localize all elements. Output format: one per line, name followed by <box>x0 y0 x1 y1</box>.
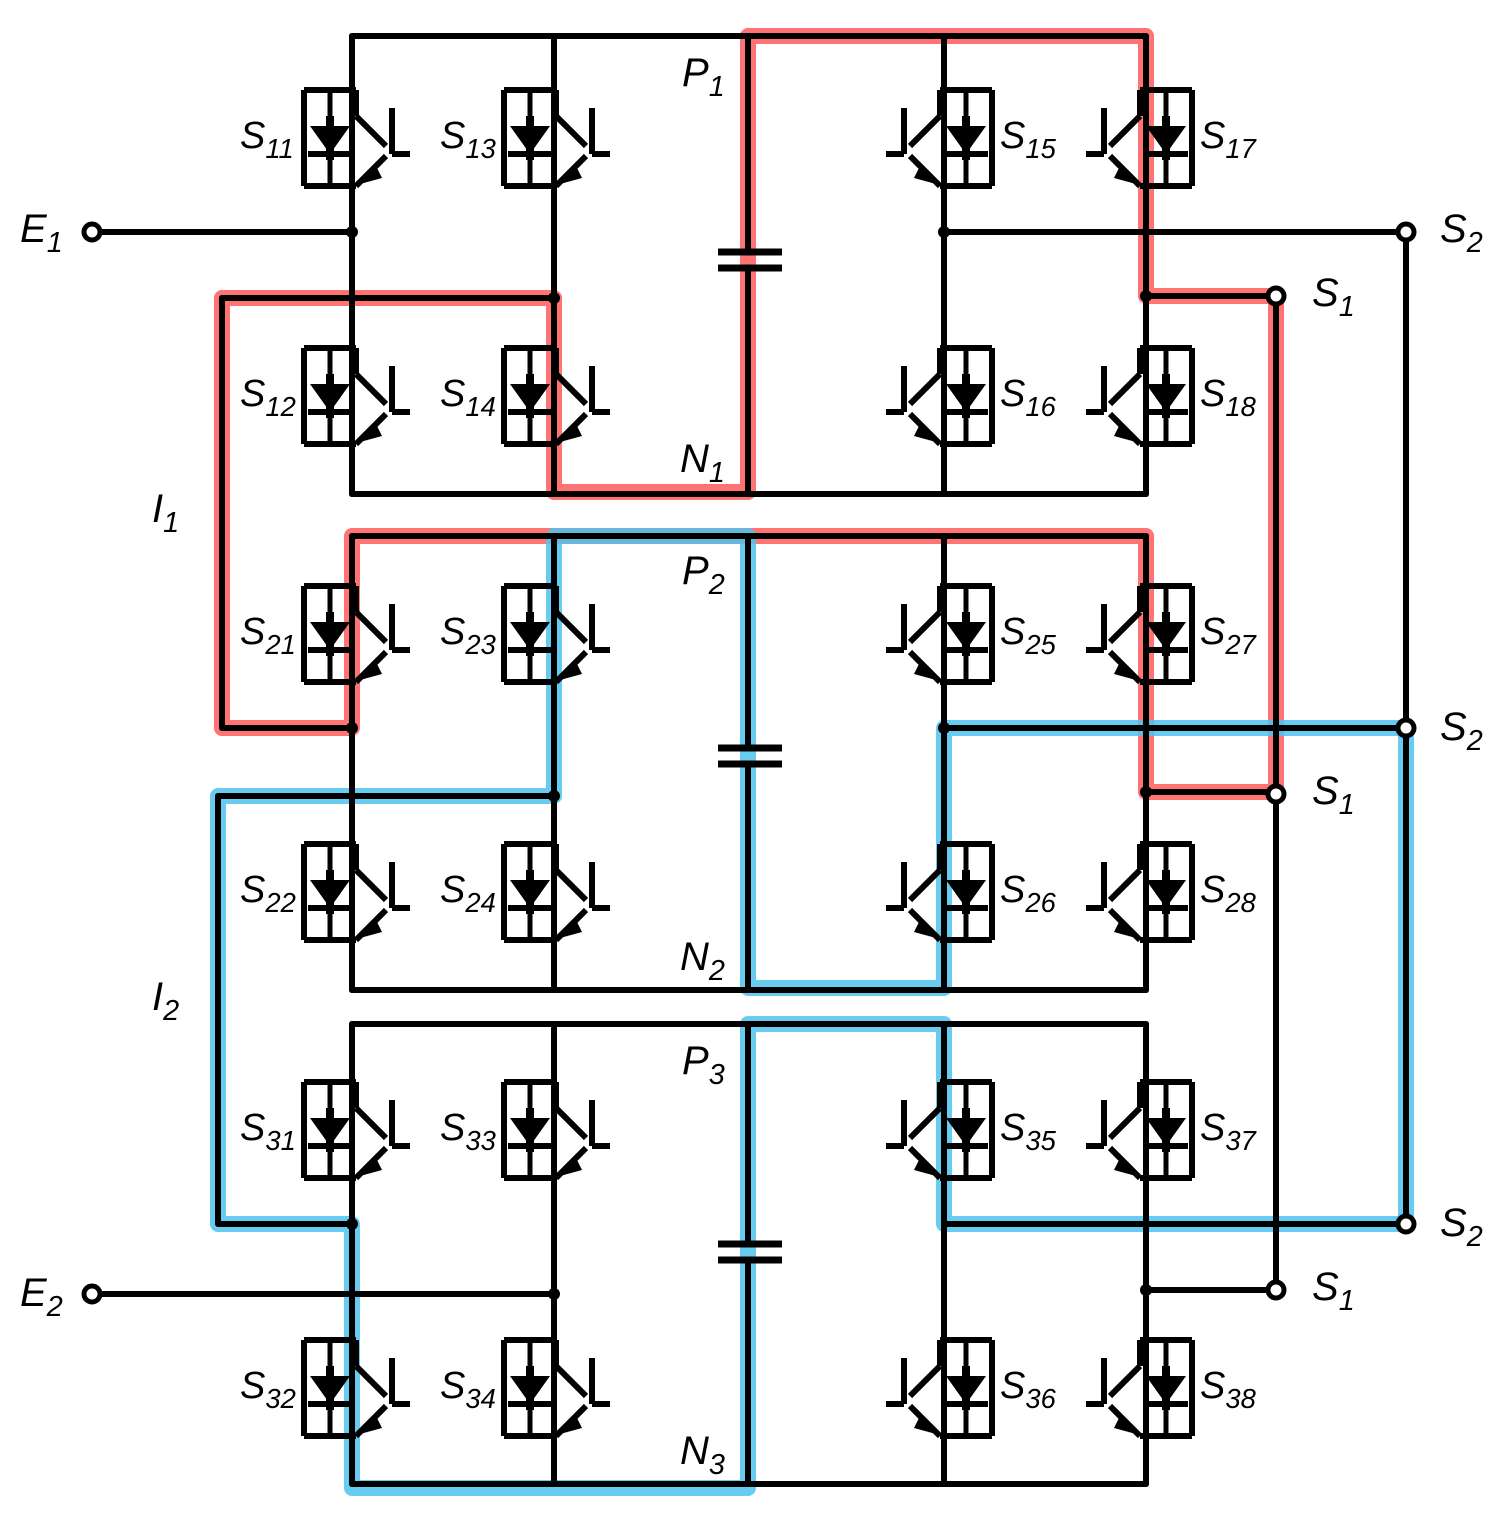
label-s36: S36 <box>1000 1365 1057 1414</box>
switch-s11 <box>304 90 410 186</box>
label-s18: S18 <box>1200 373 1257 422</box>
label-s13: S13 <box>440 115 496 164</box>
label-i1: I1 <box>152 487 179 539</box>
switch-s36 <box>886 1340 992 1436</box>
label-n1: N1 <box>680 437 725 489</box>
current-path-i2 <box>210 528 1414 1496</box>
terminal-s1-bot <box>1265 1279 1287 1301</box>
label-s17: S17 <box>1200 115 1258 164</box>
wiring <box>89 33 1409 1487</box>
switch-s12 <box>304 348 410 444</box>
label-n2: N2 <box>680 935 725 987</box>
label-s33: S33 <box>440 1107 496 1156</box>
label-e2: E2 <box>20 1271 63 1323</box>
label-s37: S37 <box>1200 1107 1258 1156</box>
label-p3: P3 <box>682 1039 725 1091</box>
label-s31: S31 <box>240 1107 296 1156</box>
label-s35: S35 <box>1000 1107 1057 1156</box>
label-s22: S22 <box>240 869 296 918</box>
switch-s38 <box>1086 1340 1192 1436</box>
terminals <box>81 221 1417 1305</box>
terminal-s1-mid <box>1265 783 1287 805</box>
label-s25: S25 <box>1000 611 1057 660</box>
label-s23: S23 <box>440 611 496 660</box>
switch-s18 <box>1086 348 1192 444</box>
label-s16: S16 <box>1000 373 1057 422</box>
label-s2-top: S2 <box>1440 207 1483 259</box>
label-s28: S28 <box>1200 869 1257 918</box>
label-s21: S21 <box>240 611 296 660</box>
label-s38: S38 <box>1200 1365 1257 1414</box>
switch-s22 <box>304 844 410 940</box>
switch-s31 <box>304 1082 410 1178</box>
label-s1-mid: S1 <box>1312 769 1355 821</box>
terminal-s1-top <box>1265 285 1287 307</box>
label-i2: I2 <box>152 975 179 1027</box>
terminal-s2-mid <box>1395 717 1417 739</box>
label-s26: S26 <box>1000 869 1057 918</box>
switch-s25 <box>886 586 992 682</box>
label-s24: S24 <box>440 869 496 918</box>
label-s12: S12 <box>240 373 296 422</box>
label-s2-bot: S2 <box>1440 1201 1483 1253</box>
terminal-s2-top <box>1395 221 1417 243</box>
switch-s28 <box>1086 844 1192 940</box>
label-n3: N3 <box>680 1429 725 1481</box>
switch-s16 <box>886 348 992 444</box>
dc-capacitors <box>718 248 782 1264</box>
label-s1-top: S1 <box>1312 271 1355 323</box>
label-p1: P1 <box>682 51 725 103</box>
terminal-e2 <box>81 1283 103 1305</box>
switch-s37 <box>1086 1082 1192 1178</box>
terminal-e1 <box>81 221 103 243</box>
label-s15: S15 <box>1000 115 1057 164</box>
switch-s15 <box>886 90 992 186</box>
label-s34: S34 <box>440 1365 496 1414</box>
terminal-s2-bot <box>1395 1213 1417 1235</box>
label-p2: P2 <box>682 549 725 601</box>
label-s2-mid: S2 <box>1440 705 1483 757</box>
labels: S11 S13 S15 S17 S12 S14 S16 S18 S21 S23 … <box>20 51 1483 1481</box>
label-s1-bot: S1 <box>1312 1265 1355 1317</box>
label-s14: S14 <box>440 373 496 422</box>
label-s32: S32 <box>240 1365 296 1414</box>
junction-dots <box>346 226 1152 1300</box>
label-e1: E1 <box>20 207 63 259</box>
label-s11: S11 <box>240 115 294 164</box>
label-s27: S27 <box>1200 611 1258 660</box>
